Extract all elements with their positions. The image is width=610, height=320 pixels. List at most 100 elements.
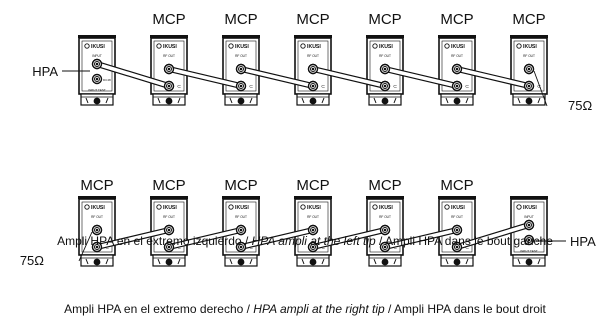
connector-clip-icon: ⊂ (177, 245, 181, 251)
module-brand: IKUSI (235, 44, 249, 50)
connector-pin (527, 67, 531, 71)
brand-logo-icon (444, 204, 450, 210)
module-top-rail (78, 35, 116, 38)
coax-cable (95, 228, 171, 249)
mcp-label-bottom-4: MCP (296, 177, 329, 194)
terminator-label: 75Ω (568, 98, 592, 113)
coax-cable (383, 228, 459, 249)
mounting-screw-icon (309, 97, 317, 105)
connector-pin (239, 67, 243, 71)
module-base-feet (517, 97, 541, 104)
brand-logo-icon (156, 204, 162, 210)
mcp-label-top-3: MCP (296, 11, 329, 28)
mcp-label-top-1: MCP (152, 11, 185, 28)
cable-end-connector (523, 219, 535, 231)
connector-pin (95, 77, 99, 81)
cable-end-connector (163, 63, 175, 75)
brand-logo-icon (516, 204, 522, 210)
mcp-label-top-6: MCP (512, 11, 545, 28)
connector-pin (455, 67, 459, 71)
connector-pin (383, 245, 387, 249)
cable-end-connector (451, 80, 463, 92)
module-top-rail (150, 35, 188, 38)
module-base-feet (85, 258, 109, 265)
connector-pin (383, 228, 387, 232)
rf-out-label: RF OUT (451, 215, 463, 219)
module-top-rail (150, 196, 188, 199)
module-brand: IKUSI (523, 205, 537, 211)
connector-pin (527, 223, 531, 227)
cable-end-connector (307, 224, 319, 236)
mounting-screw-icon (165, 258, 173, 266)
module-top-rail (78, 196, 116, 199)
mounting-screw-icon (381, 97, 389, 105)
brand-logo-icon (84, 204, 90, 210)
module-base-feet (517, 258, 541, 265)
cable-end-connector (307, 63, 319, 75)
coax-cable (455, 223, 531, 249)
module-base-feet (373, 97, 397, 104)
connector-pin (383, 84, 387, 88)
connector-pin (527, 238, 531, 242)
module-base-feet (445, 97, 469, 104)
cable-end-connector (235, 224, 247, 236)
module-base-feet (157, 258, 181, 265)
cable-end-connector (523, 80, 535, 92)
cable-end-connector (379, 80, 391, 92)
connector-pin (95, 228, 99, 232)
coax-cable (383, 67, 459, 88)
terminator-leader-line (533, 70, 548, 107)
brand-logo-icon (156, 43, 162, 49)
bottom-caption-part2: HPA ampli at the right tip (253, 302, 385, 316)
brand-logo-icon (444, 43, 450, 49)
module-base-feet (373, 258, 397, 265)
connector-pin (167, 228, 171, 232)
mounting-screw-icon (237, 258, 245, 266)
cable-end-connector (307, 80, 319, 92)
cable-end-connector (163, 80, 175, 92)
connector-clip-icon: ⊂ (105, 245, 109, 251)
input-test-connector (523, 234, 535, 246)
module-top-rail (438, 35, 476, 38)
module-brand: IKUSI (379, 205, 393, 211)
brand-logo-icon (300, 43, 306, 49)
mounting-screw-icon (453, 97, 461, 105)
coax-cable (239, 228, 315, 249)
module-base-feet (229, 97, 253, 104)
mounting-screw-icon (309, 258, 317, 266)
connector-clip-icon: ⊂ (177, 84, 181, 90)
input-test-label: INPUT TEST (88, 88, 106, 92)
connector-pin (311, 228, 315, 232)
module-brand: IKUSI (235, 205, 249, 211)
mcp-label-bottom-5: MCP (368, 177, 401, 194)
connector-clip-icon: ⊂ (393, 245, 397, 251)
module-base-feet (157, 97, 181, 104)
terminator-label: 75Ω (20, 253, 44, 268)
connector-clip-icon: ⊂ (537, 84, 541, 90)
cable-end-connector (379, 224, 391, 236)
brand-logo-icon (228, 204, 234, 210)
coax-cable (95, 62, 171, 88)
connector-clip-icon: ⊂ (465, 245, 469, 251)
dc48-label: DC48 (103, 78, 111, 82)
cable-end-connector (235, 80, 247, 92)
connector-clip-icon: ⊂ (321, 245, 325, 251)
module-top-rail (294, 35, 332, 38)
coax-cable (311, 67, 387, 88)
mcp-label-bottom-3: MCP (224, 177, 257, 194)
module-base-feet (229, 258, 253, 265)
mcp-label-top-4: MCP (368, 11, 401, 28)
mcp-label-bottom-2: MCP (152, 177, 185, 194)
module-top-rail (222, 35, 260, 38)
module-top-rail (366, 35, 404, 38)
cable-end-connector (451, 224, 463, 236)
module-top-rail (438, 196, 476, 199)
rf-out-label: RF OUT (379, 54, 391, 58)
mounting-screw-icon (525, 97, 533, 105)
connector-pin (167, 84, 171, 88)
module-top-rail (510, 35, 548, 38)
connector-pin (383, 67, 387, 71)
rf-out-label: RF OUT (307, 215, 319, 219)
cable-end-connector (235, 241, 247, 253)
module-base-feet (301, 258, 325, 265)
